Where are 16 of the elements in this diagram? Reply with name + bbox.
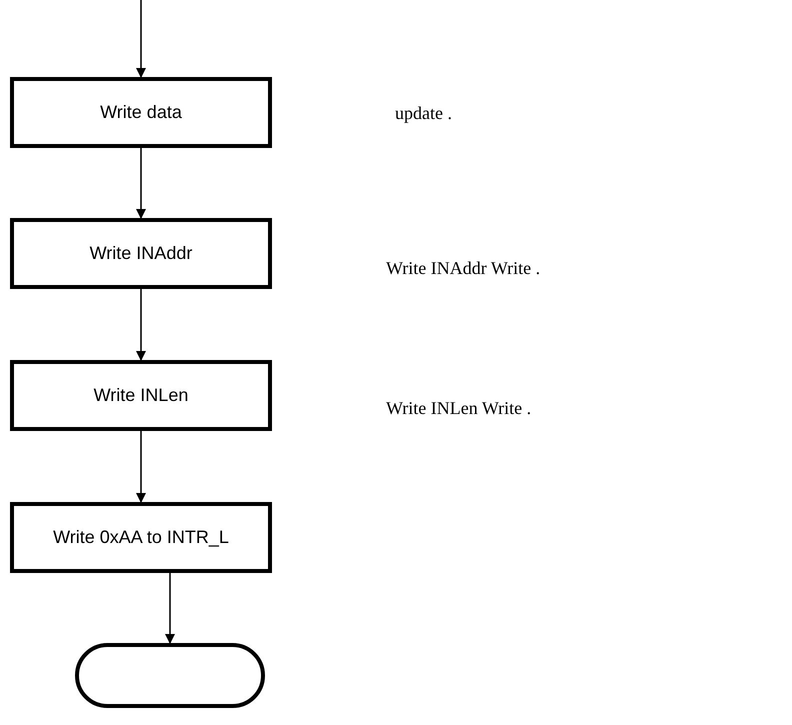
arrow (136, 0, 146, 78)
box-label: Write INAddr (90, 243, 192, 264)
process-box (10, 77, 272, 148)
box-label: Write data (100, 102, 182, 123)
box-label: Write INLen (94, 385, 188, 406)
note-text: update . (395, 102, 453, 125)
arrow (136, 289, 146, 361)
process-box (10, 360, 272, 431)
arrow (165, 573, 175, 644)
note-text: Write INAddr Write . (386, 257, 542, 280)
arrow (136, 431, 146, 503)
process-box (10, 218, 272, 289)
note-text: Write INLen Write . (386, 397, 532, 420)
box-label: Write 0xAA to INTR_L (53, 527, 229, 548)
process-box (10, 502, 272, 573)
arrow (136, 148, 146, 219)
